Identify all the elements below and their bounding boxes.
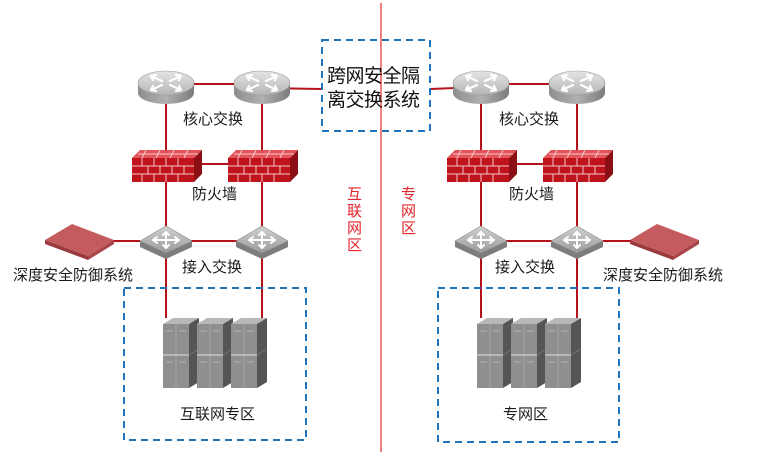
right-server-zone-box xyxy=(437,287,620,443)
left-access-switch-2-icon xyxy=(235,225,289,260)
right-core-switch-label: 核心交换 xyxy=(499,110,560,128)
left-server-cluster-icon xyxy=(162,317,268,389)
left-firewall-1-icon xyxy=(131,149,203,183)
left-firewall-label: 防火墙 xyxy=(192,185,238,203)
left-server-zone-label: 互联网专区 xyxy=(180,405,256,423)
private-zone-label: 专网区 xyxy=(400,185,416,237)
left-server-zone-box xyxy=(123,287,307,441)
right-firewall-label: 防火墙 xyxy=(509,185,555,203)
right-ids-label: 深度安全防御系统 xyxy=(603,266,724,284)
left-core-switch-label: 核心交换 xyxy=(183,110,244,128)
right-server-zone-label: 专网区 xyxy=(503,405,549,423)
right-access-switch-2-icon xyxy=(550,225,604,260)
left-core-router-2-icon xyxy=(232,69,292,106)
right-core-router-1-icon xyxy=(451,69,511,106)
gateway-label: 跨网安全隔 离交换系统 xyxy=(327,64,420,112)
right-ids-icon xyxy=(630,224,699,260)
gateway-box xyxy=(321,39,431,132)
right-firewall-1-icon xyxy=(446,149,518,183)
left-access-switch-1-icon xyxy=(139,225,193,260)
right-access-switch-1-icon xyxy=(454,225,508,260)
left-ids-icon xyxy=(45,224,114,260)
gateway-label-line2: 离交换系统 xyxy=(327,89,420,111)
left-firewall-2-icon xyxy=(227,149,299,183)
gateway-label-line1: 跨网安全隔 xyxy=(327,65,420,87)
left-core-router-1-icon xyxy=(136,69,196,106)
right-server-cluster-icon xyxy=(476,317,582,389)
internet-zone-label: 互联网区 xyxy=(346,185,362,254)
right-firewall-2-icon xyxy=(542,149,614,183)
left-ids-label: 深度安全防御系统 xyxy=(13,266,134,284)
right-access-switch-label: 接入交换 xyxy=(495,258,556,276)
left-access-switch-label: 接入交换 xyxy=(182,258,243,276)
right-core-router-2-icon xyxy=(547,69,607,106)
